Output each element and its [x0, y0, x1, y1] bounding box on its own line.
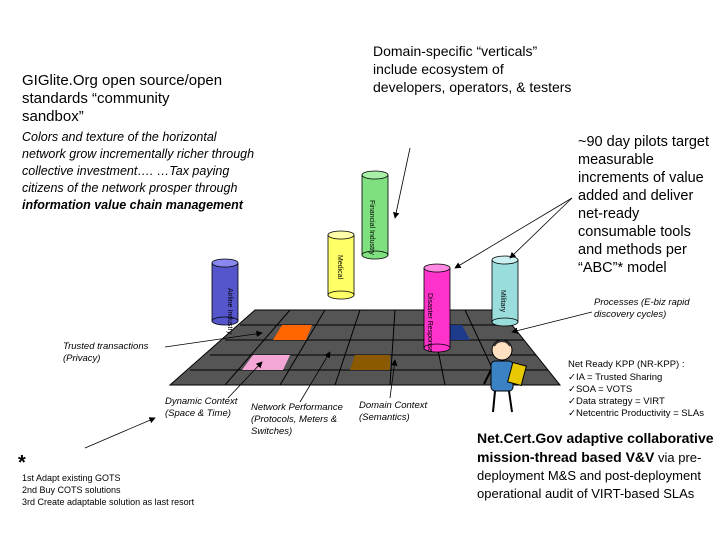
kpp-item: Data strategy = VIRT — [568, 396, 720, 408]
page-title: GIGlite.Org open source/open standards “… — [22, 72, 223, 125]
netcert-rest: via pre-deployment M&S and post-deployme… — [477, 450, 702, 501]
kpp-heading: Net Ready KPP (NR-KPP) : — [568, 359, 685, 370]
gots-line-1: 1st Adapt existing GOTS — [22, 473, 121, 483]
tile-olive — [350, 355, 390, 370]
kpp-item: IA = Trusted Sharing — [568, 372, 720, 384]
gots-block: 1st Adapt existing GOTS 2nd Buy COTS sol… — [22, 472, 237, 508]
domain-label: Domain Context (Semantics) — [359, 400, 428, 423]
pilots-note: ~90 day pilots target measurable increme… — [578, 134, 709, 276]
footnote-star: * — [18, 452, 26, 474]
kpp-item: SOA = VOTS — [568, 384, 720, 396]
trusted-label: Trusted transactions (Privacy) — [63, 341, 149, 364]
gots-line-2: 2nd Buy COTS solutions — [22, 485, 121, 495]
dynamic-label: Dynamic Context (Space & Time) — [165, 396, 238, 419]
cylinder-medical-label: Medical — [336, 255, 343, 280]
description-bold: information value chain management — [22, 198, 243, 212]
arrows — [84, 147, 593, 449]
cylinder-disaster-label: Disaster Response — [426, 293, 433, 352]
netcert-block: Net.Cert.Gov adaptive collaborative miss… — [477, 429, 717, 503]
description-part: Colors and texture of the horizontal net… — [22, 130, 255, 195]
cylinder-disaster: Disaster Response — [423, 263, 451, 353]
tile-orange — [273, 325, 312, 340]
inspector-person-icon — [483, 339, 527, 413]
netcert-highlight: Net.Cert.Gov adaptive collaborative miss… — [477, 430, 714, 465]
gots-line-3: 3rd Create adaptable solution as last re… — [22, 497, 195, 507]
kpp-item: Netcentric Productivity = SLAs — [568, 408, 720, 420]
cylinder-airline: Airline Industry — [211, 258, 239, 335]
processes-label: Processes (E-biz rapid discovery cycles) — [594, 297, 690, 320]
cylinder-medical: Medical — [327, 230, 355, 300]
cylinder-military: Military — [491, 255, 519, 327]
network-label: Network Performance (Protocols, Meters &… — [251, 402, 343, 437]
cylinder-financial: Financial Industry — [361, 170, 389, 260]
cylinder-financial-label: Financial Industry — [368, 200, 375, 255]
cylinder-military-label: Military — [499, 290, 506, 313]
description-text: Colors and texture of the horizontal net… — [22, 129, 262, 214]
kpp-block: Net Ready KPP (NR-KPP) : IA = Trusted Sh… — [568, 359, 720, 420]
tile-pink — [242, 355, 290, 370]
cylinder-airline-label: Airline Industry — [226, 288, 233, 335]
verticals-note: Domain-specific “verticals” include ecos… — [373, 43, 572, 95]
